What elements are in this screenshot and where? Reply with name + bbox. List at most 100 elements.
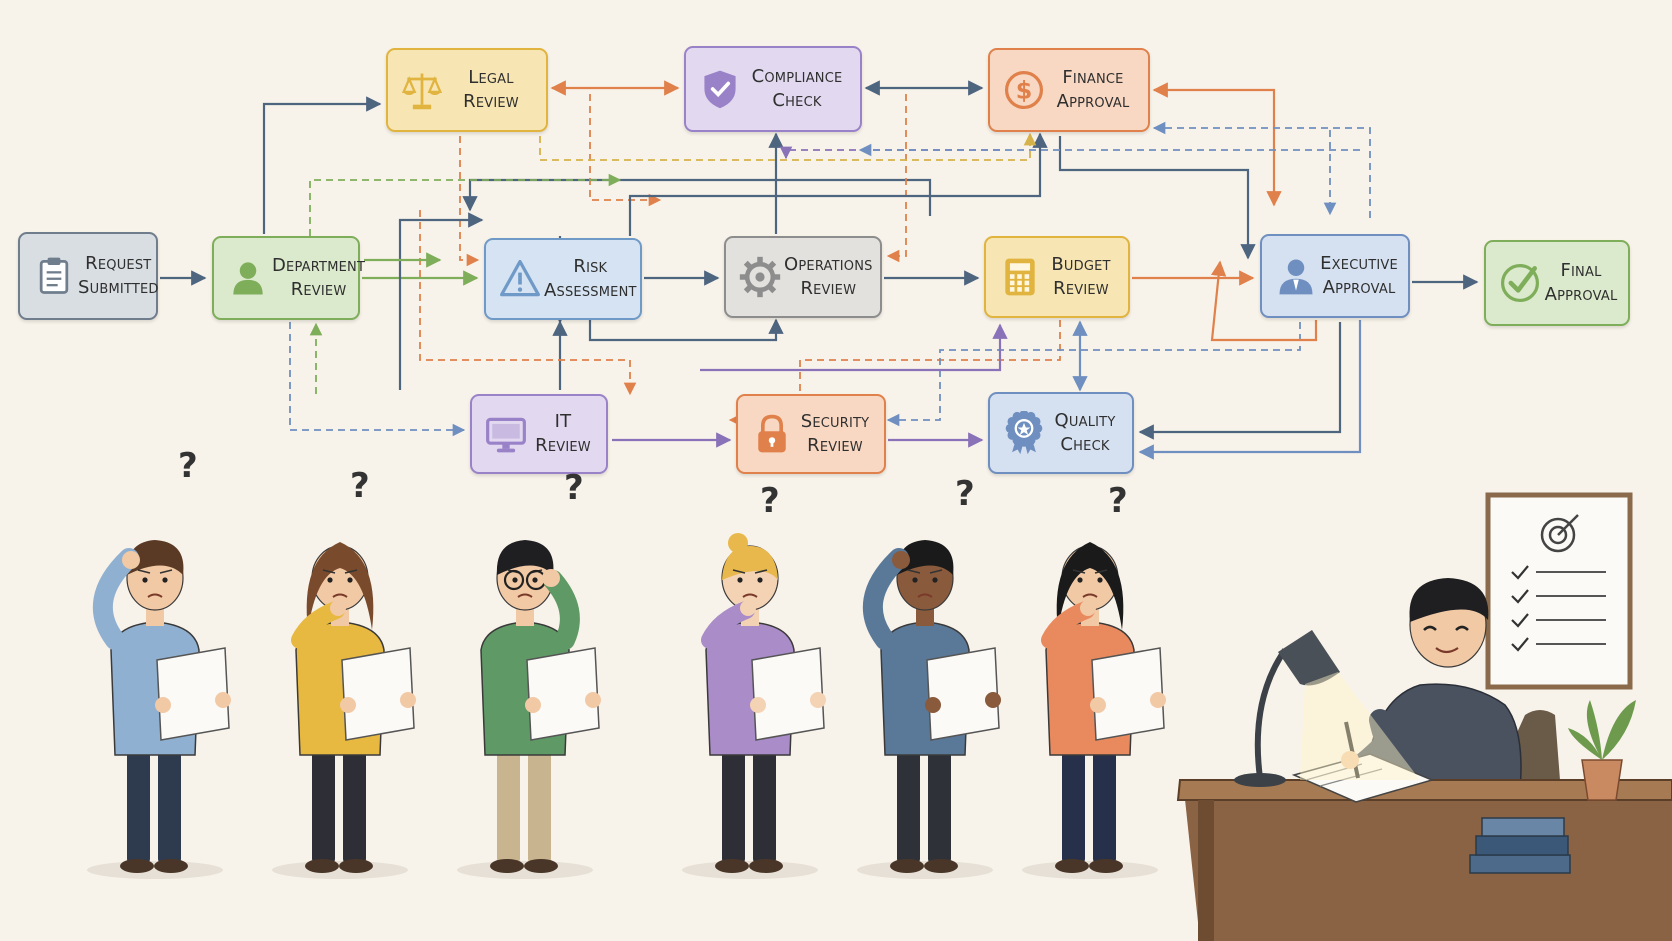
person-eye: [737, 577, 743, 583]
node-label-line-1: Risk: [573, 256, 608, 277]
connector-arrow: [1152, 121, 1371, 218]
person-shoe: [154, 859, 188, 873]
node-label-line-1: Security: [800, 411, 870, 432]
node-label-line-1: IT: [554, 411, 572, 432]
book: [1475, 835, 1569, 856]
lamp-base: [1234, 773, 1286, 787]
node-label-line-2: Approval: [1322, 277, 1396, 298]
paper-sheet: [926, 647, 1000, 741]
confused-person: [1022, 542, 1166, 879]
person-hand: [1150, 692, 1166, 708]
node-label-line-2: Check: [772, 90, 822, 111]
person-eye: [142, 577, 148, 583]
person-frown: [147, 593, 163, 598]
plant-leaves: [1568, 700, 1636, 760]
person-shoe: [924, 859, 958, 873]
person-eye: [327, 577, 333, 583]
person-eyebrows: [732, 569, 768, 574]
lock-icon: [748, 410, 796, 458]
worker-hand: [1341, 751, 1359, 769]
person-shoe: [120, 859, 154, 873]
connector-arrow: [419, 210, 637, 396]
book: [1469, 854, 1571, 874]
person-hair: [126, 540, 184, 575]
person-eyebrows: [322, 569, 358, 574]
dollar-icon: $: [1000, 66, 1048, 114]
person-frown: [1082, 593, 1098, 598]
person-hand: [892, 551, 910, 569]
node-label-line-1: Executive: [1320, 253, 1398, 274]
node-label-line-1: Finance: [1062, 67, 1124, 88]
person-hand: [215, 692, 231, 708]
paper-sheet: [751, 647, 825, 741]
connector-arrow: [309, 173, 622, 236]
person-neck: [516, 606, 534, 626]
desk-top: [1176, 779, 1672, 801]
node-label-line-1: Legal: [468, 67, 514, 88]
person-hand: [340, 697, 356, 713]
confused-person: [457, 540, 601, 879]
person-hand: [1090, 697, 1106, 713]
person-hand: [400, 692, 416, 708]
lamp-arm: [1254, 648, 1288, 779]
person-leg: [753, 740, 776, 864]
worker-hair: [1409, 578, 1489, 622]
person-frown: [332, 593, 348, 598]
connector-arrow: [1210, 260, 1318, 342]
person-leg: [312, 740, 335, 864]
person-hair-bun: [728, 533, 748, 553]
person-leg: [127, 740, 150, 864]
check-mark: [1511, 637, 1529, 652]
node-label-line-1: Request: [85, 253, 152, 274]
connector-arrow: [1138, 320, 1362, 460]
person-frown: [917, 593, 933, 598]
person-leg: [722, 740, 745, 864]
node-label-line-2: Review: [1053, 278, 1109, 299]
paper-sheet: [156, 647, 230, 741]
confused-person: [682, 533, 826, 879]
person-hand: [810, 692, 826, 708]
person-shoe: [339, 859, 373, 873]
book: [1481, 817, 1565, 837]
confused-person: [857, 540, 1001, 879]
calculator-icon: [996, 253, 1044, 301]
person-eyebrows: [137, 569, 173, 574]
question-mark: ?: [955, 474, 975, 514]
person-hair: [496, 540, 554, 575]
person-eyebrows: [907, 569, 943, 574]
person-raised-arm: [543, 570, 580, 650]
paper-sheet: [341, 647, 415, 741]
wall-checklist-board: [1485, 492, 1633, 690]
checkmark-icon: [1496, 259, 1544, 307]
question-mark: ?: [760, 481, 780, 521]
executive-icon: [1272, 252, 1320, 300]
node-label-line-2: Approval: [1544, 284, 1618, 305]
scales-icon: [398, 66, 446, 114]
person-leg: [528, 740, 551, 864]
node-label-line-1: Budget: [1051, 254, 1111, 275]
connector-arrow: [398, 212, 484, 390]
desk-body: [1184, 790, 1672, 941]
person-glasses: [503, 569, 525, 591]
person-leg: [1062, 740, 1085, 864]
paper-sheet: [1091, 647, 1165, 741]
warning-icon: [496, 255, 544, 303]
person-shoe: [715, 859, 749, 873]
person-neck: [916, 606, 934, 626]
person-eye: [512, 577, 518, 583]
notebook-line: [1319, 768, 1383, 787]
person-hand: [525, 697, 541, 713]
person-eyebrows: [1072, 569, 1108, 574]
